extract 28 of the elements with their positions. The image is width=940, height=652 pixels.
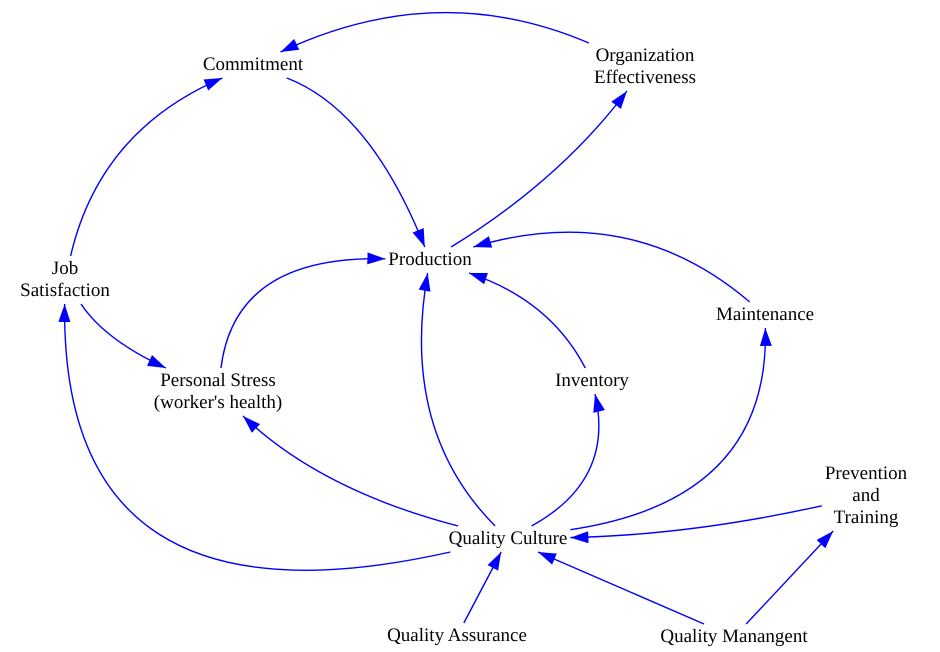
node-label: Prevention and Training [824,463,908,529]
node-label: Job Satisfaction [5,258,125,302]
arrow [538,551,704,625]
arrow [80,304,166,369]
arrow [570,505,822,544]
node-label: Commitment [202,54,304,76]
node-label: Quality Manangent [660,626,808,648]
arrow [463,552,502,624]
node-label: Quality Culture [448,528,568,550]
arrow [468,272,586,368]
arrow [286,77,426,248]
arrow [419,272,496,526]
arrow [280,12,590,53]
arrow [59,304,450,570]
node-label: Quality Assurance [387,625,527,647]
arrow [220,252,386,368]
arrow [70,77,223,256]
node-label: Organization Effectiveness [565,45,725,89]
arrow [570,328,771,530]
arrow [531,394,604,527]
arrow [242,415,458,527]
node-label: Personal Stress (worker's health) [123,370,313,414]
node-label: Maintenance [716,304,814,326]
arrow [473,232,750,303]
node-label: Inventory [555,370,629,392]
arrow [450,90,628,248]
arrow [746,530,834,624]
node-label: Production [388,249,472,271]
